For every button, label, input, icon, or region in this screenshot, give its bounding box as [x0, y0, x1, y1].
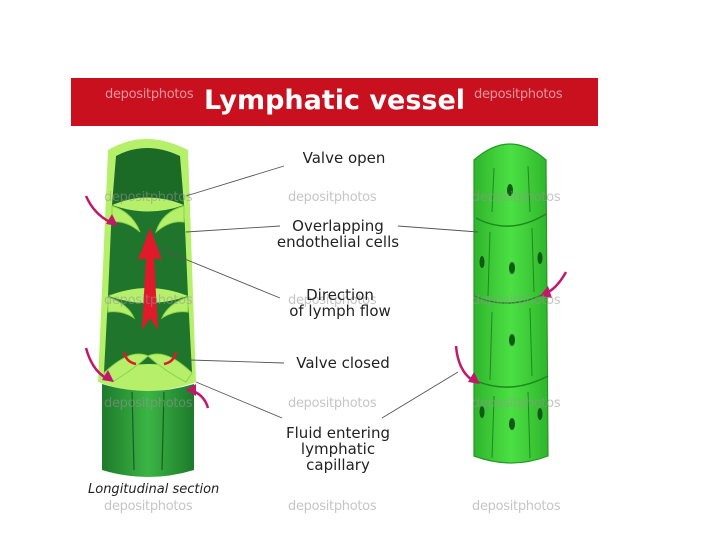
nucleus [507, 184, 513, 196]
watermark: depositphotos [288, 293, 377, 308]
leader-lines [157, 165, 479, 419]
watermark: depositphotos [472, 190, 561, 205]
leader-line [381, 371, 459, 419]
cell-boundary [529, 307, 533, 377]
leader-line [189, 359, 285, 364]
label-overlapping-endothelial-cells: Overlapping endothelial cells [268, 218, 408, 250]
label-fluid-entering-lymphatic-capillary: Fluid entering lymphatic capillary [268, 425, 408, 473]
nucleus [509, 262, 515, 274]
valve-flap [155, 205, 185, 234]
watermark: depositphotos [474, 87, 563, 102]
label-direction-of-lymph-flow: Direction of lymph flow [270, 287, 410, 319]
nucleus [537, 252, 543, 264]
cell-boundary [487, 231, 491, 297]
valve-closed-arrow [163, 351, 178, 366]
vessel-segment [104, 296, 192, 372]
label-line: of lymph flow [289, 302, 391, 320]
label-valve-open: Valve open [284, 150, 404, 166]
label-valve-open-text: Valve open [302, 149, 386, 167]
cell-boundary [527, 165, 531, 213]
label-line: Overlapping [292, 217, 384, 235]
watermark: depositphotos [104, 190, 193, 205]
watermark: depositphotos [472, 293, 561, 308]
watermark: depositphotos [105, 87, 194, 102]
valve-flap [107, 296, 136, 320]
fluid-entering-arrow [84, 347, 107, 380]
cell-border [161, 391, 165, 471]
cell-boundary [475, 213, 547, 227]
label-line: Fluid entering [286, 424, 390, 442]
nucleus [479, 256, 485, 268]
vessel-segment [102, 384, 194, 477]
nucleus [479, 406, 485, 418]
cell-boundary [491, 395, 495, 459]
valve-closed-arrow [122, 351, 137, 366]
fluid-entering-arrow [468, 372, 480, 384]
label-valve-closed: Valve closed [278, 355, 408, 371]
leader-line [157, 247, 281, 299]
cell-boundary [531, 227, 535, 293]
label-valve-closed-text: Valve closed [296, 354, 390, 372]
fluid-entering-arrow [106, 214, 118, 226]
cell-border [131, 391, 135, 471]
fluid-entering-arrow [186, 384, 196, 396]
watermark: depositphotos [104, 499, 193, 514]
label-line: lymphatic [300, 440, 376, 458]
label-line: capillary [306, 456, 370, 474]
leader-line [185, 225, 281, 233]
external-view-vessel [454, 143, 568, 464]
leader-line [195, 381, 283, 419]
watermark: depositphotos [288, 396, 377, 411]
valve-flap [147, 353, 193, 383]
label-line: endothelial cells [276, 233, 400, 251]
valve-flap [111, 205, 141, 233]
valve-flap [160, 296, 189, 320]
watermark: depositphotos [472, 499, 561, 514]
caption-longitudinal-section: Longitudinal section [88, 482, 220, 497]
longitudinal-section-vessel [84, 139, 210, 477]
nucleus [509, 334, 515, 346]
fluid-entering-arrow [540, 286, 552, 298]
cell-boundary [527, 391, 531, 459]
nucleus [537, 408, 543, 420]
title-banner: Lymphatic vessel depositphotos depositph… [71, 78, 598, 126]
leader-line [185, 165, 285, 197]
fluid-entering-arrow [84, 195, 111, 224]
diagram-title: Lymphatic vessel [203, 85, 466, 116]
watermark: depositphotos [288, 190, 377, 205]
cell-boundary [489, 311, 493, 381]
cell-boundary [473, 375, 549, 388]
watermark: depositphotos [288, 499, 377, 514]
cell-boundary [491, 167, 495, 213]
fluid-entering-arrow [102, 370, 114, 382]
label-line: Direction [306, 286, 374, 304]
vessel-segment [112, 148, 184, 205]
fluid-entering-arrow [454, 345, 473, 382]
leader-line [397, 225, 479, 233]
watermark: depositphotos [104, 396, 193, 411]
nucleus [509, 418, 515, 430]
watermark: depositphotos [104, 293, 193, 308]
watermark: depositphotos [472, 396, 561, 411]
flow-direction-arrow [138, 228, 162, 330]
